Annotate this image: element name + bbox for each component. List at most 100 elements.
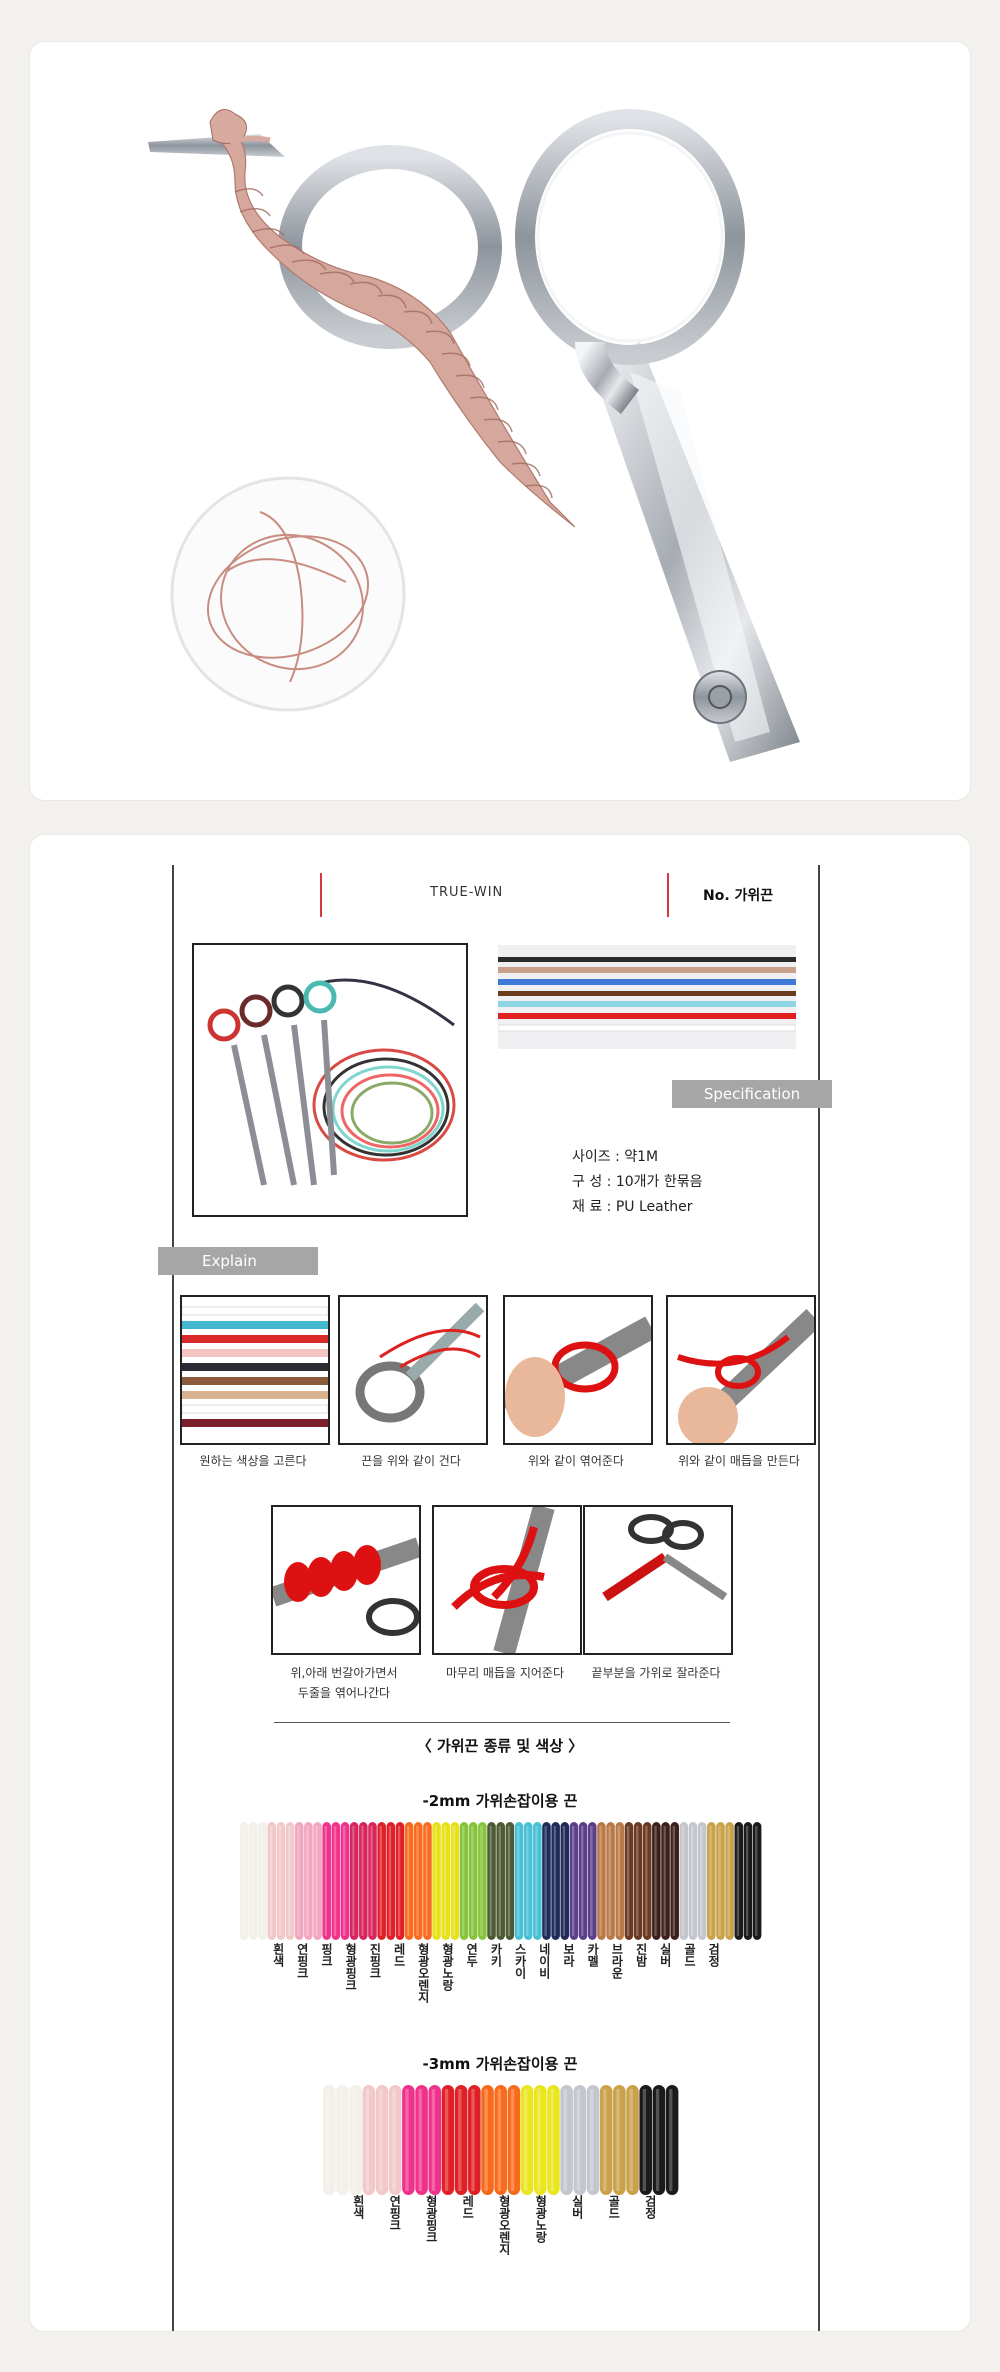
cord-highlight xyxy=(507,1826,511,1936)
cord-highlight xyxy=(498,1826,501,1936)
cord-strand-9 xyxy=(478,1822,487,1940)
cord-highlight xyxy=(452,1826,456,1936)
color-label: 핑크 xyxy=(319,1943,334,1967)
cord-highlight xyxy=(745,1826,749,1936)
cord-highlight xyxy=(654,1826,657,1936)
cord-highlight xyxy=(535,1826,538,1936)
cord-strand-13 xyxy=(569,1822,579,1940)
step-5-image xyxy=(271,1505,421,1655)
step-4-image xyxy=(666,1295,816,1445)
scissors-hero-image xyxy=(148,109,800,762)
cord-strand-4 xyxy=(454,2085,468,2195)
cord-strand-4 xyxy=(322,1822,331,1940)
cord-strand-4 xyxy=(468,2085,481,2195)
cord-highlight xyxy=(489,1826,492,1936)
cord-highlight xyxy=(617,1826,621,1936)
cord-strand-9 xyxy=(652,2085,666,2195)
cord-highlight xyxy=(444,2089,449,2191)
cord-highlight xyxy=(608,1826,611,1936)
cord-strand-6 xyxy=(395,1822,405,1940)
cord-highlight xyxy=(443,1826,447,1936)
cord-highlight xyxy=(709,1826,712,1936)
cord-highlight xyxy=(326,2089,330,2191)
cord-strand-6 xyxy=(386,1822,396,1940)
cord-strand-14 xyxy=(606,1822,615,1940)
cord-strand-2 xyxy=(362,2085,376,2195)
cord-strand-5 xyxy=(359,1822,368,1940)
cord-highlight xyxy=(379,1826,382,1936)
cord-strand-7 xyxy=(404,1822,414,1940)
right-frame-line xyxy=(818,865,820,2331)
cord-strand-15 xyxy=(624,1822,634,1940)
cord-highlight xyxy=(458,2089,462,2191)
cord-highlight xyxy=(278,1826,282,1936)
cord-strand-10 xyxy=(487,1822,496,1940)
cord-highlight xyxy=(524,2089,528,2191)
cord-highlight xyxy=(370,1826,373,1936)
cord-highlight xyxy=(642,2089,647,2191)
color-label: 흰색 xyxy=(351,2195,366,2219)
spec-row-material: 재 료 : PU Leather xyxy=(572,1199,693,1215)
cord-strand-12 xyxy=(551,1822,560,1940)
color-label: 브라운 xyxy=(609,1943,624,1979)
cord-highlight xyxy=(736,1826,740,1936)
color-label: 실버 xyxy=(658,1943,673,1967)
cord-strand-6 xyxy=(520,2085,534,2195)
cord-strand-19 xyxy=(734,1822,744,1940)
cord-highlight xyxy=(581,1826,584,1936)
cord-highlight xyxy=(553,1826,556,1936)
color-label: 형광핑크 xyxy=(424,2195,439,2243)
cord-strand-10 xyxy=(505,1822,515,1940)
cord-highlight xyxy=(526,1826,529,1936)
cord-highlight xyxy=(691,1826,694,1936)
cord-highlight xyxy=(418,2089,422,2191)
cord-highlight xyxy=(636,1826,639,1936)
cord-strand-7 xyxy=(560,2085,573,2195)
cord-strand-9 xyxy=(468,1822,478,1940)
cord-highlight xyxy=(562,1826,566,1936)
step-1-image xyxy=(180,1295,330,1445)
cord-strand-18 xyxy=(716,1822,725,1940)
cord-strand-17 xyxy=(688,1822,698,1940)
color-label: 스카이 xyxy=(513,1943,528,1979)
cord-highlight xyxy=(510,2089,515,2191)
cord-highlight xyxy=(590,1826,593,1936)
cord-highlight xyxy=(242,1826,245,1936)
cord-highlight xyxy=(333,1826,337,1936)
color-label: 연핑크 xyxy=(295,1943,310,1979)
cord-strand-3 xyxy=(304,1822,313,1940)
cord-strand-5 xyxy=(481,2085,494,2195)
header-divider xyxy=(667,873,669,917)
left-frame-line xyxy=(172,865,174,2331)
cord-strand-1 xyxy=(336,2085,349,2195)
cord-strand-2 xyxy=(375,2085,389,2195)
cord-highlight xyxy=(655,2089,660,2191)
step-6-image xyxy=(432,1505,582,1655)
color-label: 네이비 xyxy=(537,1943,552,1979)
cord-highlight xyxy=(700,1826,703,1936)
step-1-caption: 원하는 색상을 고른다 xyxy=(199,1454,307,1468)
cord-strand-1 xyxy=(258,1822,267,1940)
cord-strand-12 xyxy=(560,1822,570,1940)
cord-highlight xyxy=(727,1826,730,1936)
cord-highlight xyxy=(339,2089,343,2191)
cord-highlight xyxy=(550,2089,554,2191)
color-label: 형광노랑 xyxy=(533,2195,548,2243)
specification-tag: Specification xyxy=(672,1080,832,1108)
color-label: 골드 xyxy=(606,2195,621,2219)
cord-strand-8 xyxy=(450,1822,460,1940)
step-5-caption: 위,아래 번갈아가면서 두줄을 엮어나간다 xyxy=(290,1666,398,1700)
cord-highlight xyxy=(590,2089,594,2191)
cord-strand-7 xyxy=(573,2085,587,2195)
cord-strand-2 xyxy=(388,2085,402,2195)
cord-highlight xyxy=(324,1826,327,1936)
color-label: 형광오렌지 xyxy=(497,2195,512,2255)
mm3-title: -3mm 가위손잡이용 끈 xyxy=(422,2055,578,2073)
explain-tag: Explain xyxy=(158,1247,318,1275)
cord-highlight xyxy=(471,2089,475,2191)
step-4-caption: 위와 같이 매듭을 만든다 xyxy=(678,1454,800,1468)
cord-strand-9 xyxy=(459,1822,469,1940)
color-label: 레드 xyxy=(392,1943,407,1967)
mm2-title: -2mm 가위손잡이용 끈 xyxy=(422,1792,578,1810)
hero-card xyxy=(30,42,970,800)
